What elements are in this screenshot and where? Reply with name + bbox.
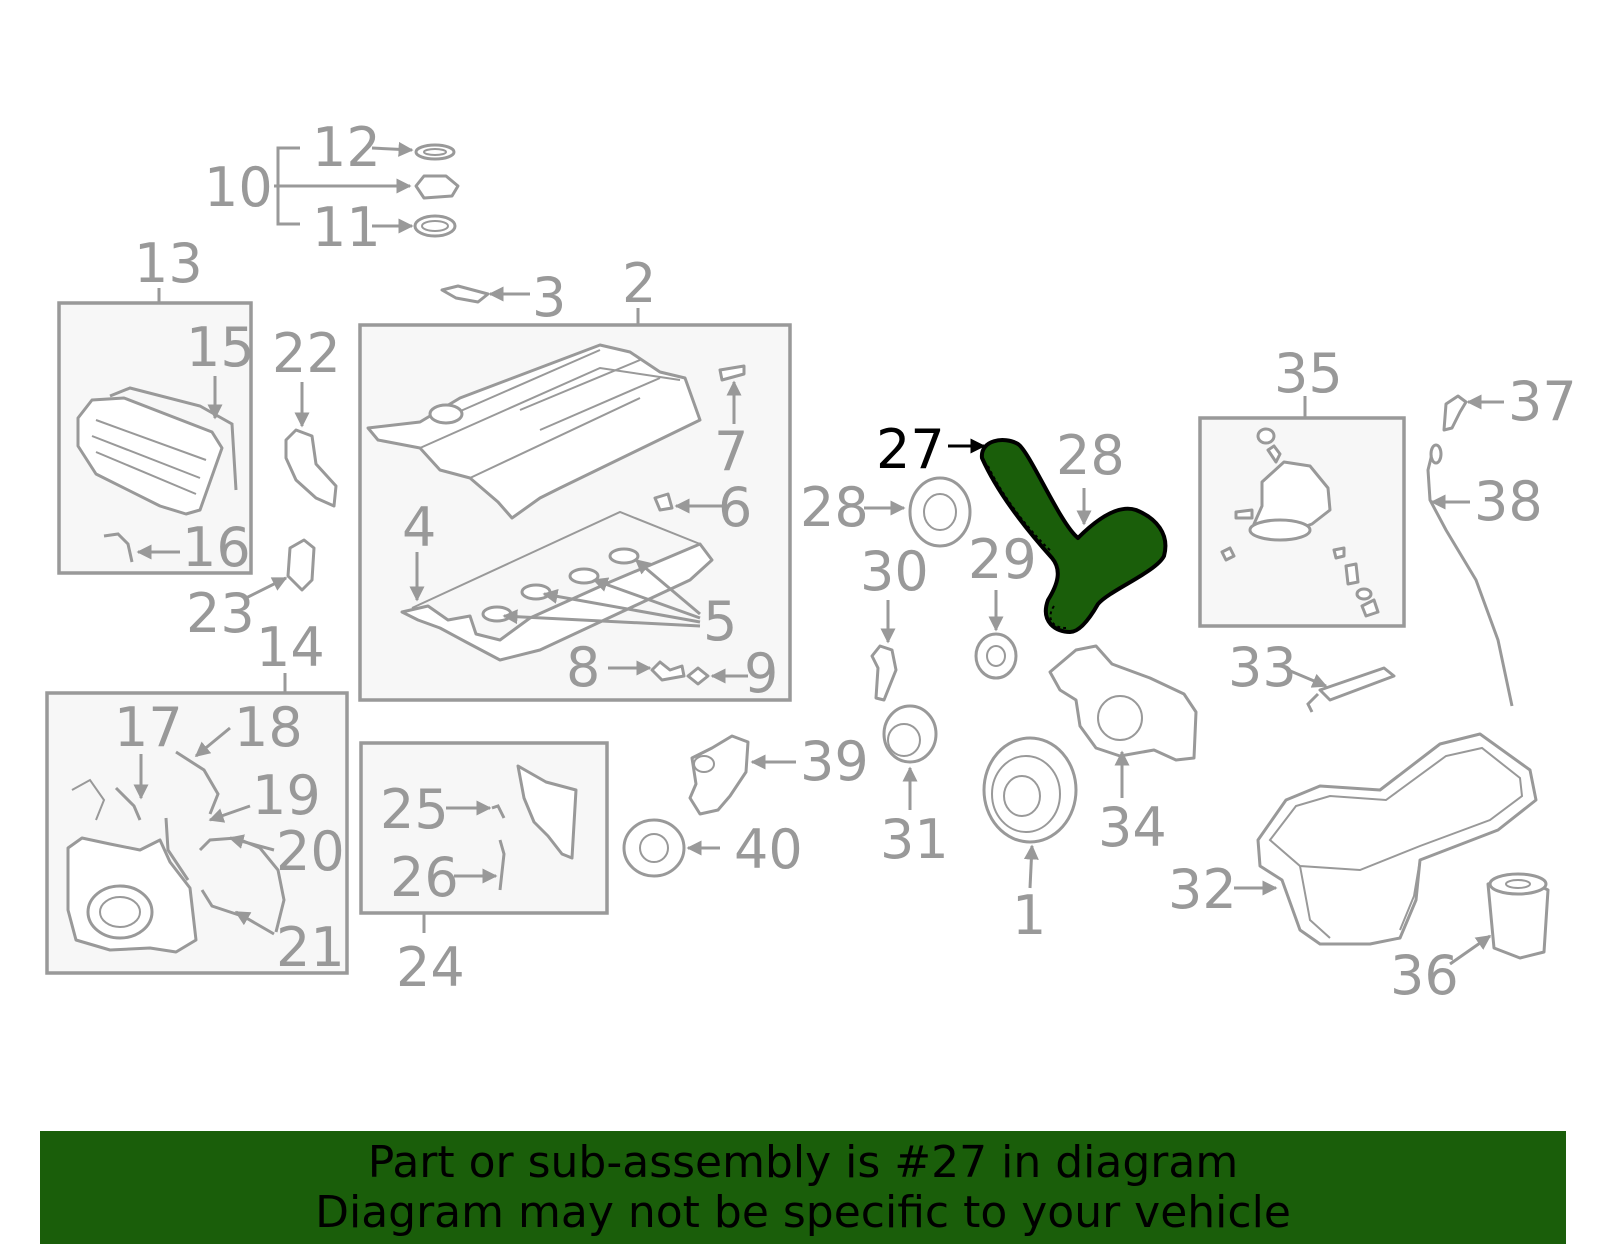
callout-9: 9	[744, 642, 778, 705]
callout-11: 11	[312, 196, 381, 259]
callout-27: 27	[876, 418, 945, 481]
crankshaft-pulley	[982, 736, 1078, 844]
oil-filter	[1486, 872, 1550, 960]
callout-33: 33	[1228, 636, 1297, 699]
callout-22: 22	[272, 322, 341, 385]
oil-cap-assembly	[274, 141, 460, 238]
callout-35: 35	[1274, 342, 1343, 405]
info-banner: Part or sub-assembly is #27 in diagram D…	[40, 1131, 1566, 1244]
callout-32: 32	[1168, 858, 1237, 921]
callout-1: 1	[1012, 884, 1046, 947]
callout-23: 23	[186, 582, 255, 645]
part-24-plate	[516, 764, 578, 860]
idler-pulley-40	[622, 818, 686, 878]
part-3-bracket	[440, 284, 490, 304]
camshaft-sprocket	[908, 476, 972, 548]
oil-pump	[1048, 644, 1198, 762]
callout-14: 14	[256, 616, 325, 679]
dipstick	[1426, 453, 1514, 707]
callout-28-right: 28	[1056, 424, 1125, 487]
callout-38: 38	[1474, 470, 1543, 533]
oil-strainer-assembly	[1220, 427, 1380, 618]
callout-13: 13	[134, 232, 203, 295]
part-22	[284, 428, 338, 508]
timing-belt-highlighted	[979, 438, 1168, 634]
callout-34: 34	[1098, 796, 1167, 859]
callout-30: 30	[860, 540, 929, 603]
idler-31	[882, 704, 938, 764]
callout-6: 6	[718, 476, 752, 539]
part-23	[286, 538, 316, 592]
dipstick-tube-bracket	[1442, 394, 1468, 432]
callout-21: 21	[276, 916, 345, 979]
callout-7: 7	[714, 420, 748, 483]
valve-cover	[366, 343, 702, 520]
callout-24: 24	[396, 936, 465, 999]
callout-15: 15	[186, 316, 255, 379]
lower-timing-cover	[66, 750, 286, 954]
callout-19: 19	[252, 764, 321, 827]
callout-4: 4	[402, 496, 436, 559]
callout-16: 16	[182, 516, 251, 579]
callout-18: 18	[234, 696, 303, 759]
idler-29	[974, 632, 1018, 680]
callout-39: 39	[800, 730, 869, 793]
sensor-30	[870, 644, 898, 702]
callout-2: 2	[622, 252, 656, 315]
callout-28-left: 28	[800, 476, 869, 539]
callout-3: 3	[532, 266, 566, 329]
callout-36: 36	[1390, 944, 1459, 1007]
callout-5: 5	[703, 590, 737, 653]
callout-8: 8	[566, 636, 600, 699]
callout-12: 12	[312, 116, 381, 179]
tensioner-bracket	[688, 734, 750, 816]
oil-pan	[1256, 732, 1538, 946]
banner-line-2: Diagram may not be specific to your vehi…	[315, 1186, 1291, 1238]
banner-line-1: Part or sub-assembly is #27 in diagram	[367, 1136, 1239, 1188]
callout-40: 40	[734, 818, 803, 881]
callout-20: 20	[276, 820, 345, 883]
part-33	[1318, 666, 1396, 702]
callout-25: 25	[380, 778, 449, 841]
upper-timing-cover	[76, 386, 238, 516]
callout-26: 26	[390, 846, 459, 909]
callout-37: 37	[1508, 370, 1577, 433]
callout-17: 17	[114, 696, 183, 759]
callout-10: 10	[204, 156, 273, 219]
callout-31: 31	[880, 808, 949, 871]
callout-29: 29	[968, 528, 1037, 591]
